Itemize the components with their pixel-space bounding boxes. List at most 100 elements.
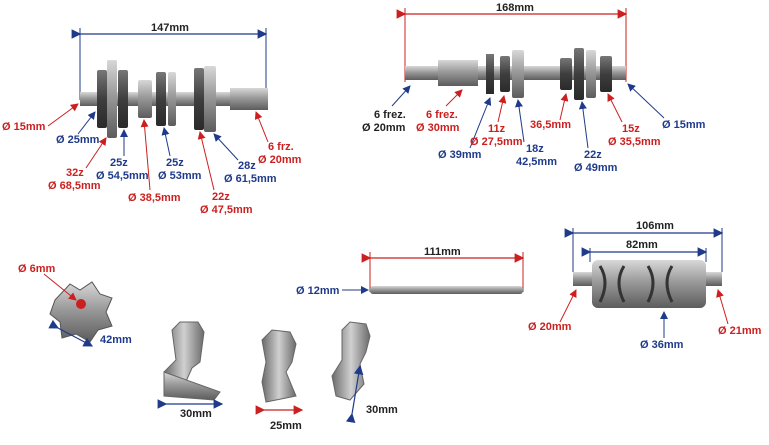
s2-d36-arrow — [559, 93, 569, 121]
s1-g25z-a: 25z — [110, 157, 128, 169]
shaft2-collar — [560, 58, 572, 90]
fork-2-size: 25mm — [270, 420, 302, 432]
s2-g15d: Ø 35,5mm — [608, 136, 661, 148]
s1-g32-arrow — [85, 137, 107, 169]
s1-g32z: 32z — [66, 167, 84, 179]
s2-g22z: 22z — [584, 149, 602, 161]
shaft1-gear-28z — [204, 66, 216, 132]
shaft1-gear-22z — [194, 68, 204, 130]
s1-g28-arrow — [213, 133, 239, 161]
s2-g15z: 15z — [622, 123, 640, 135]
shaft1-gear-32z-b — [107, 60, 117, 138]
shaft2-gear-11z — [500, 56, 510, 92]
fork-3: 30mm — [331, 321, 398, 424]
shaft1-spline — [230, 88, 268, 110]
s2-d36: 36,5mm — [530, 119, 571, 131]
fork-1: 30mm — [157, 321, 224, 420]
drum-grooves — [598, 265, 674, 303]
drum-right-arrow — [716, 289, 729, 325]
star-plate-hole — [76, 299, 86, 309]
drum-right-shaft — [706, 272, 722, 286]
s1-g28z: 28z — [238, 160, 256, 172]
s2-spl-a-d: Ø 20mm — [362, 122, 406, 134]
shift-drum: 106mm 82mm Ø 20mm Ø 36mm Ø 21mm — [528, 220, 762, 351]
rod-diameter: Ø 12mm — [296, 285, 340, 297]
s1-g25b-arrow — [161, 127, 171, 157]
shaft1-gear-25z-b — [156, 72, 166, 126]
s2-g11-arrow — [497, 95, 507, 123]
s1-g32d: Ø 68,5mm — [48, 180, 101, 192]
drum-right: Ø 21mm — [718, 325, 762, 337]
s1-g22-arrow — [197, 131, 215, 191]
shaft2: 168mm 6 frez. Ø 20mm 6 frez. Ø 30mm Ø 39… — [362, 2, 706, 174]
rod-body — [370, 286, 523, 294]
fork-1-size: 30mm — [180, 408, 212, 420]
shaft2-gear-22z-b — [586, 50, 596, 98]
s1-g25z-b: 25z — [166, 157, 184, 169]
s1-spl6-arrow — [254, 111, 269, 143]
s2-d39-arrow — [469, 97, 492, 149]
fork-2: 25mm — [255, 329, 304, 432]
s2-spl-b-d: Ø 30mm — [416, 122, 460, 134]
s2-g18-arrow — [515, 99, 525, 143]
fork-3-body — [331, 321, 371, 401]
s1-d15: Ø 15mm — [2, 121, 46, 133]
fork-1-body — [163, 321, 205, 389]
s2-g11d: Ø 27,5mm — [470, 136, 523, 148]
shaft1-gear-32z — [97, 70, 107, 128]
star-plate-body — [49, 281, 113, 343]
s2-g15-arrow — [607, 93, 623, 123]
drum-left-shaft — [573, 272, 593, 286]
rod-length: 111mm — [424, 246, 461, 258]
s2-g18z: 18z — [526, 143, 544, 155]
star-hole-arrow — [43, 273, 77, 301]
s1-d15-arrow — [47, 103, 79, 127]
star-width-line — [48, 319, 94, 347]
star-hole: Ø 6mm — [18, 263, 56, 275]
fork-3-line — [345, 364, 364, 424]
s1-g22z: 22z — [212, 191, 230, 203]
s2-spl-b: 6 frez. — [426, 109, 458, 121]
drum-total: 106mm — [636, 220, 674, 232]
shaft2-hub — [486, 54, 494, 94]
shift-forks: 30mm 25mm 30mm — [157, 321, 398, 432]
fork-3-size: 30mm — [366, 404, 398, 416]
shaft1-collar — [138, 80, 152, 118]
s1-g25d-b: Ø 53mm — [158, 170, 202, 182]
drum-body: 82mm — [626, 239, 658, 251]
shaft1: 147mm Ø 15mm Ø 25mm 32z Ø 68,5mm 25z Ø 5… — [2, 22, 302, 216]
s1-d25: Ø 25mm — [56, 134, 100, 146]
s1-spl6: 6 frz. — [268, 141, 294, 153]
s1-d38-arrow — [140, 119, 151, 191]
s1-spl6d: Ø 20mm — [258, 154, 302, 166]
s2-d39: Ø 39mm — [438, 149, 482, 161]
shaft2-spline-b — [438, 60, 478, 86]
s2-g22d: Ø 49mm — [574, 162, 618, 174]
shaft2-gear-18z — [512, 50, 524, 98]
drum-left-arrow — [559, 289, 577, 323]
s1-g25d-a: Ø 54,5mm — [96, 170, 149, 182]
s2-d15-arrow — [627, 83, 665, 119]
shaft1-gear-25z-c — [168, 72, 176, 126]
rod: 111mm Ø 12mm — [296, 246, 525, 297]
drum-mid: Ø 36mm — [640, 339, 684, 351]
s2-spl-a: 6 frez. — [374, 109, 406, 121]
shaft2-length: 168mm — [496, 2, 534, 14]
star-plate: Ø 6mm 42mm — [18, 263, 132, 347]
s1-g22d: Ø 47,5mm — [200, 204, 253, 216]
star-width: 42mm — [100, 334, 132, 346]
s2-d15: Ø 15mm — [662, 119, 706, 131]
s2-g11z: 11z — [488, 123, 506, 135]
fork-2-body — [261, 329, 297, 403]
s2-g22-arrow — [578, 101, 589, 149]
shaft1-gear-25z-a — [118, 70, 128, 128]
s2-g18d: 42,5mm — [516, 156, 557, 168]
shaft2-gear-15z — [600, 56, 612, 92]
shaft1-length: 147mm — [151, 22, 189, 34]
s2-spl-b-arrow — [445, 89, 463, 107]
s1-g28d: Ø 61,5mm — [224, 173, 277, 185]
s2-spl-a-arrow — [391, 85, 411, 107]
drum-left: Ø 20mm — [528, 321, 572, 333]
